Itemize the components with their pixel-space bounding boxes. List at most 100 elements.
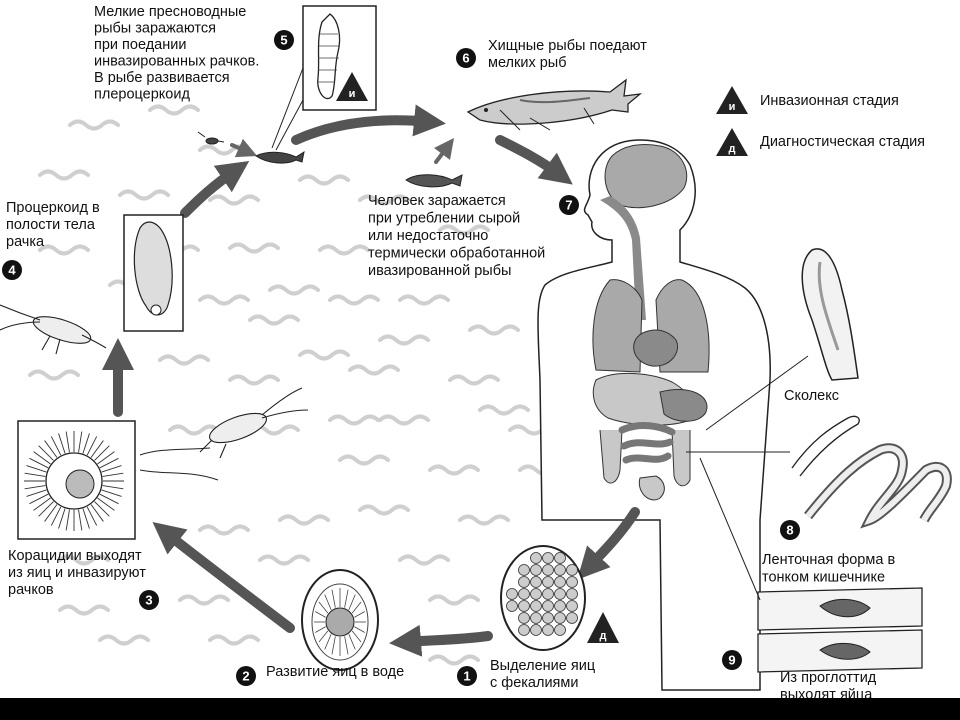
wave-mark	[428, 594, 480, 606]
adult-tapeworm-drawing	[686, 415, 952, 529]
step-2-line: Развитие яиц в воде	[266, 664, 404, 680]
egg-ray	[354, 611, 365, 618]
wave-mark	[58, 604, 110, 616]
infective-legend-label: Инвазионная стадия	[760, 93, 899, 109]
egg-cell	[530, 576, 542, 588]
step-3-line: Корацидии выходят	[8, 548, 142, 564]
egg-ray	[331, 636, 336, 655]
step-5-line: плероцеркоид	[94, 87, 190, 103]
wave-mark	[458, 514, 510, 526]
step-7-marker	[559, 195, 579, 215]
diagnostic-legend-label: Диагностическая стадия	[760, 134, 925, 150]
step-7-line: Человек заражается	[368, 193, 506, 209]
copepod-icon	[0, 304, 107, 355]
cycle-arrows	[101, 104, 640, 657]
copepod-icon	[199, 387, 309, 459]
egg-cell	[518, 576, 530, 588]
wave-mark	[58, 554, 110, 566]
cilium	[24, 472, 46, 477]
step-5-number: 5	[280, 33, 287, 48]
wave-mark	[118, 189, 170, 201]
step-8-line: Ленточная форма в	[762, 552, 895, 568]
egg-ray	[318, 601, 329, 614]
cilium	[101, 465, 122, 473]
step-3-number: 3	[145, 593, 152, 608]
cilium	[44, 440, 58, 458]
step-4-marker	[2, 260, 22, 280]
wave-mark	[298, 349, 350, 361]
step-6-line: мелких рыб	[488, 55, 567, 71]
step-7-line: или недостаточно	[368, 228, 488, 244]
step-3-marker	[139, 590, 159, 610]
wave-mark	[28, 369, 80, 381]
step-4-line: рачка	[6, 234, 45, 250]
step-7-number: 7	[565, 198, 572, 213]
wave-mark	[318, 244, 370, 256]
cilium	[97, 497, 115, 511]
wave-mark	[208, 194, 260, 206]
egg-ray	[331, 589, 336, 608]
egg-cell	[554, 612, 566, 624]
cilium	[33, 451, 51, 465]
egg-cell	[554, 552, 566, 564]
egg-cell	[554, 588, 566, 600]
step-1-line: с фекалиями	[490, 675, 578, 691]
wave-mark	[38, 244, 90, 256]
wave-mark	[328, 294, 380, 306]
cilium	[50, 506, 62, 526]
cilium	[58, 508, 66, 529]
cilium	[94, 501, 110, 517]
cilium	[33, 497, 51, 511]
cilium	[26, 465, 47, 473]
wave-mark	[448, 374, 500, 386]
cilium	[90, 504, 104, 522]
wave-mark	[198, 524, 250, 536]
egg-cell	[530, 612, 542, 624]
step-7-line: термически обработанной	[368, 246, 545, 262]
wave-mark	[168, 424, 220, 436]
cilium	[102, 472, 124, 477]
cilium	[78, 431, 83, 453]
egg-cell	[518, 624, 530, 636]
egg-cell	[542, 624, 554, 636]
wave-mark	[208, 634, 260, 646]
step-7-line: при утреблении сырой	[368, 211, 520, 227]
step-1-number: 1	[463, 669, 470, 684]
wave-mark	[198, 294, 250, 306]
cilium	[58, 433, 66, 454]
egg-cell	[566, 600, 578, 612]
wave-mark	[378, 334, 430, 346]
cilium	[29, 493, 49, 505]
egg-cell	[518, 600, 530, 612]
diagnostic-legend-icon	[716, 128, 748, 156]
cilium	[65, 509, 70, 531]
step-5-line: В рыбе развивается	[94, 70, 230, 86]
tiny-copepod-icon	[197, 131, 225, 145]
egg-ray	[318, 630, 329, 643]
cilium	[86, 506, 98, 526]
egg-ray	[351, 630, 362, 643]
wave-mark	[268, 284, 320, 296]
step-4-line: Процеркоид в	[6, 200, 100, 216]
egg-cell	[506, 600, 518, 612]
cilium	[82, 508, 90, 529]
cilium	[38, 445, 54, 461]
step-5-marker	[274, 30, 294, 50]
step-4-number: 4	[8, 263, 16, 278]
egg-ray	[354, 626, 365, 633]
egg-ray	[348, 594, 356, 611]
cilium	[50, 436, 62, 456]
step-5-line: Мелкие пресноводные	[94, 4, 246, 20]
egg-cell	[554, 576, 566, 588]
egg-ray	[324, 633, 332, 650]
cilium	[26, 489, 47, 497]
plerocercoid-box: и	[271, 5, 377, 151]
wave-mark	[228, 374, 280, 386]
